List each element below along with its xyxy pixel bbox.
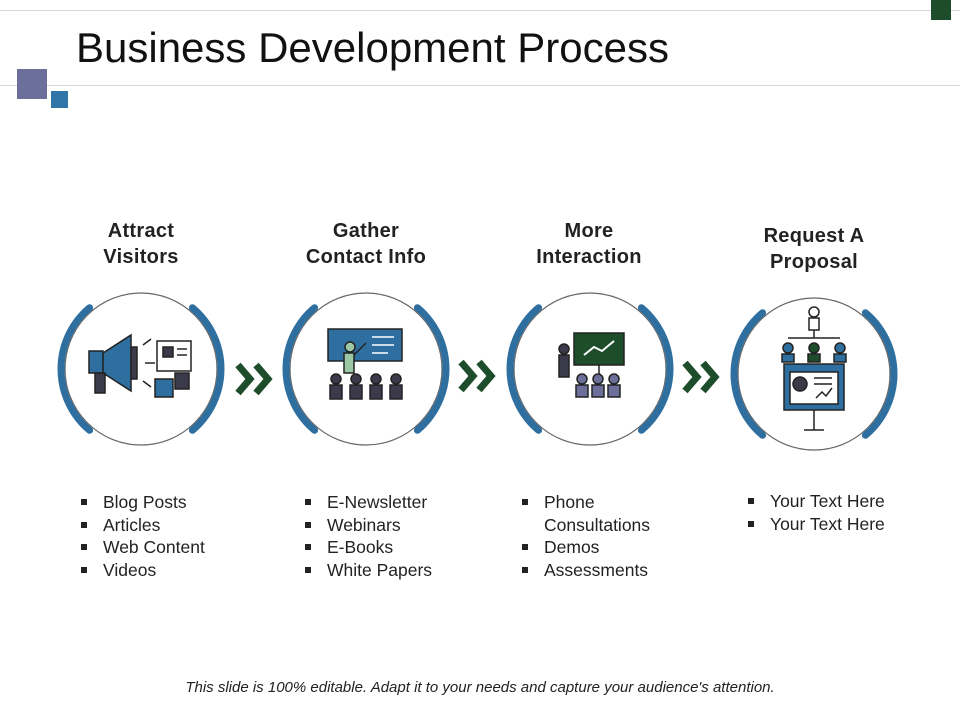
step-title-gather-contact-info: Gather Contact Info xyxy=(261,218,471,270)
step-4-bullets: Your Text Here Your Text Here xyxy=(748,490,928,535)
list-item: Web Content xyxy=(81,536,251,559)
step-circle-2 xyxy=(282,292,450,446)
proposal-podium-icon xyxy=(781,306,847,431)
step-1-bullets: Blog Posts Articles Web Content Videos xyxy=(81,491,251,581)
step-title-line2: Contact Info xyxy=(305,246,427,268)
step-title-request-a-proposal: Request A Proposal xyxy=(709,223,919,275)
corner-accent xyxy=(931,0,951,20)
step-title-line2: Proposal xyxy=(770,251,858,273)
decor-square-small xyxy=(51,91,68,108)
title-divider xyxy=(0,85,960,86)
chevron-right-icon xyxy=(682,360,720,394)
list-item: Blog Posts xyxy=(81,491,251,514)
step-3-bullets: Phone Consultations Demos Assessments xyxy=(522,491,672,581)
footer-note: This slide is 100% editable. Adapt it to… xyxy=(185,679,775,696)
presentation-audience-icon xyxy=(558,332,625,398)
list-item: Your Text Here xyxy=(748,490,928,513)
step-2-bullets: E-Newsletter Webinars E-Books White Pape… xyxy=(305,491,475,581)
top-divider xyxy=(0,10,960,11)
list-item: White Papers xyxy=(305,559,475,582)
step-title-line2: Visitors xyxy=(103,246,179,268)
chevron-right-icon xyxy=(235,362,273,396)
list-item: E-Newsletter xyxy=(305,491,475,514)
step-title-line1: More xyxy=(564,220,614,242)
list-item: Videos xyxy=(81,559,251,582)
step-title-line1: Gather xyxy=(332,220,400,242)
list-item: Your Text Here xyxy=(748,513,928,536)
step-title-more-interaction: More Interaction xyxy=(484,218,694,270)
step-title-line1: Request A xyxy=(763,225,865,247)
list-item: Assessments xyxy=(522,559,672,582)
step-title-line1: Attract xyxy=(107,220,175,242)
list-item: Phone Consultations xyxy=(522,491,672,536)
list-item: Demos xyxy=(522,536,672,559)
step-circle-1 xyxy=(57,292,225,446)
step-title-attract-visitors: Attract Visitors xyxy=(36,218,246,270)
step-title-line2: Interaction xyxy=(536,246,642,268)
list-item: Webinars xyxy=(305,514,475,537)
presenter-board-icon xyxy=(327,328,403,400)
list-item: E-Books xyxy=(305,536,475,559)
step-circle-4 xyxy=(730,297,898,451)
megaphone-icon xyxy=(88,333,192,398)
step-circle-3 xyxy=(506,292,674,446)
chevron-right-icon xyxy=(458,359,496,393)
page-title: Business Development Process xyxy=(76,24,669,71)
list-item: Articles xyxy=(81,514,251,537)
decor-square-large xyxy=(17,69,47,99)
